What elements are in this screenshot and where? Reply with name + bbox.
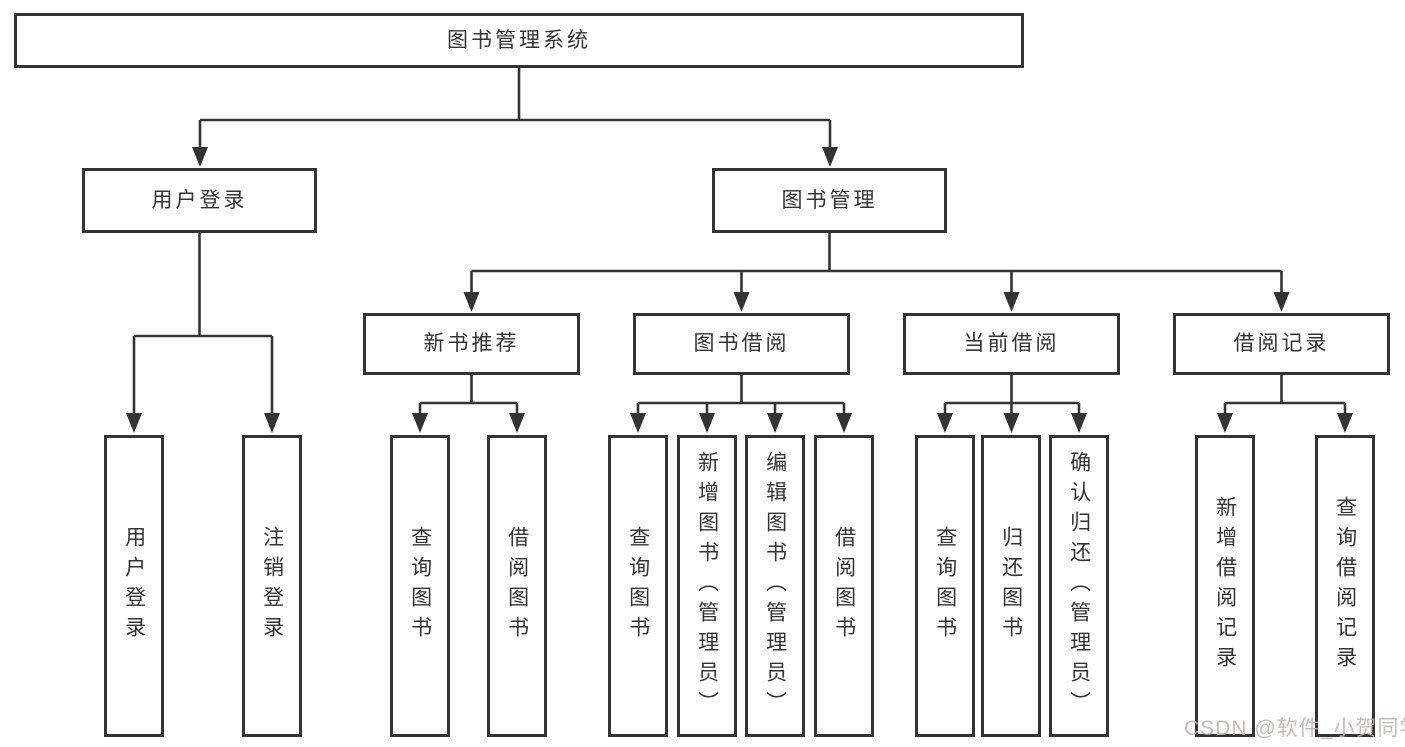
node-cbReturn: 归还图书 bbox=[981, 435, 1041, 737]
node-bbAdd: 新增图书（管理员） bbox=[677, 435, 737, 737]
arrowhead-icon bbox=[1071, 413, 1087, 433]
node-brQuery: 查询借阅记录 bbox=[1315, 435, 1375, 737]
arrowhead-icon bbox=[1003, 413, 1020, 433]
node-logout: 注销登录 bbox=[242, 435, 302, 737]
arrowhead-icon bbox=[630, 413, 646, 433]
arrowhead-icon bbox=[412, 413, 428, 433]
arrowhead-icon bbox=[937, 413, 953, 433]
arrowhead-icon bbox=[192, 147, 208, 167]
node-cbConfirm: 确认归还（管理员） bbox=[1049, 435, 1109, 737]
node-bookMgmt: 图书管理 bbox=[712, 168, 947, 233]
node-userLogin: 用户登录 bbox=[82, 168, 317, 233]
node-nbBorrow: 借阅图书 bbox=[487, 435, 547, 737]
arrowhead-icon bbox=[126, 413, 142, 433]
node-brAdd: 新增借阅记录 bbox=[1195, 435, 1255, 737]
node-bbEdit: 编辑图书（管理员） bbox=[745, 435, 805, 737]
node-root: 图书管理系统 bbox=[14, 13, 1024, 68]
node-newBooks: 新书推荐 bbox=[363, 313, 580, 375]
node-currentBorrow: 当前借阅 bbox=[903, 313, 1120, 375]
node-bbBorrow: 借阅图书 bbox=[814, 435, 874, 737]
node-bookBorrow: 图书借阅 bbox=[633, 313, 850, 375]
node-nbQuery: 查询图书 bbox=[390, 435, 450, 737]
arrowhead-icon bbox=[463, 292, 480, 312]
arrowhead-icon bbox=[767, 413, 783, 433]
arrowhead-icon bbox=[1003, 292, 1020, 312]
arrowhead-icon bbox=[822, 147, 838, 167]
arrowhead-icon bbox=[733, 292, 750, 312]
node-login: 用户登录 bbox=[104, 435, 164, 737]
arrowhead-icon bbox=[1337, 413, 1353, 433]
arrowhead-icon bbox=[1273, 292, 1290, 312]
arrowhead-icon bbox=[699, 413, 715, 433]
arrowhead-icon bbox=[836, 413, 852, 433]
node-borrowRecords: 借阅记录 bbox=[1173, 313, 1390, 375]
arrowhead-icon bbox=[264, 413, 280, 433]
node-cbQuery: 查询图书 bbox=[915, 435, 975, 737]
arrowhead-icon bbox=[1217, 413, 1233, 433]
node-bbQuery: 查询图书 bbox=[608, 435, 668, 737]
arrowhead-icon bbox=[509, 413, 525, 433]
csdn-watermark: CSDN @软件_小贺同学 bbox=[1184, 717, 1405, 740]
